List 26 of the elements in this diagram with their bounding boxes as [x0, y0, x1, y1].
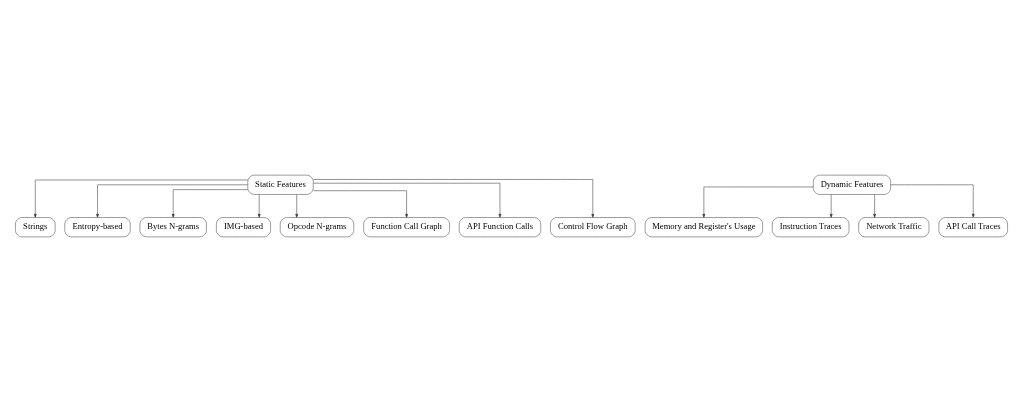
- node-box: Function Call Graph: [362, 217, 450, 238]
- arrow: [33, 179, 248, 218]
- arrow: [257, 194, 261, 218]
- node-box: Network Traffic: [857, 217, 929, 238]
- node-box: Control Flow Graph: [549, 217, 635, 238]
- node-box: Static Features: [247, 174, 313, 195]
- node-box: Bytes N-grams: [139, 217, 207, 238]
- arrow: [171, 189, 248, 218]
- arrow: [872, 194, 876, 218]
- node-box: Instruction Traces: [771, 217, 849, 238]
- arrow: [889, 184, 975, 218]
- node-box: IMG-based: [215, 217, 271, 238]
- arrow: [312, 179, 594, 218]
- node-box: API Function Calls: [458, 217, 541, 238]
- node-box: Dynamic Features: [812, 174, 891, 195]
- arrow: [312, 182, 501, 218]
- node-box: Entropy-based: [64, 217, 131, 238]
- arrow: [95, 184, 248, 218]
- node-box: API Call Traces: [938, 217, 1008, 238]
- arrow: [294, 194, 298, 218]
- arrow: [312, 190, 408, 218]
- node-box: Memory and Register's Usage: [644, 217, 763, 238]
- arrow: [701, 186, 813, 218]
- node-box: Strings: [14, 217, 55, 238]
- node-box: Opcode N-grams: [279, 217, 354, 238]
- arrow: [829, 194, 833, 218]
